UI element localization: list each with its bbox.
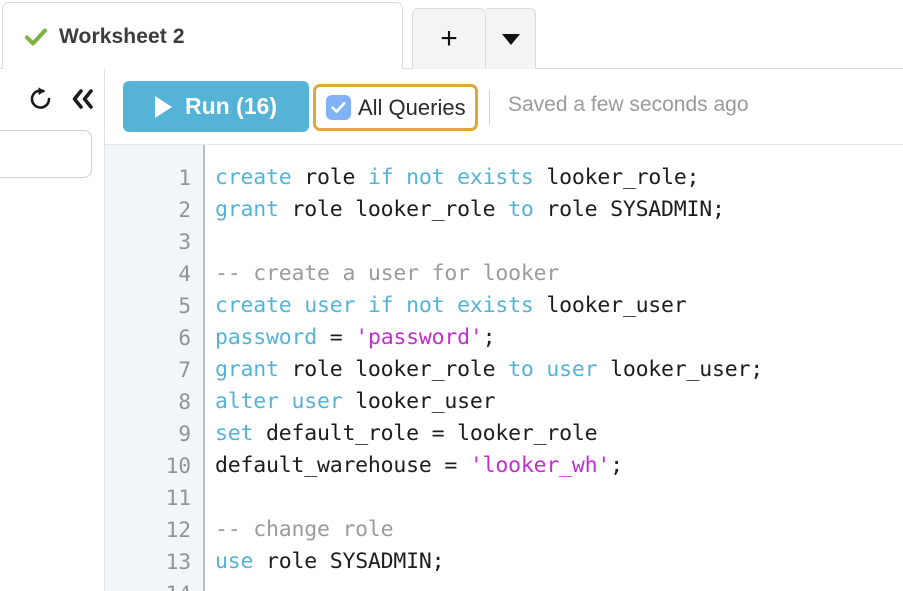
sql-editor[interactable]: 1234567891011121314 create role if not e…: [104, 145, 903, 591]
code-line: create role if not exists looker_role;: [215, 162, 700, 194]
line-number: 12: [165, 518, 191, 542]
line-number: 5: [178, 294, 191, 318]
code-token: ;: [610, 453, 623, 478]
code-token: to: [508, 197, 547, 222]
code-line: set default_role = looker_role: [215, 418, 598, 450]
line-number: 7: [178, 358, 191, 382]
line-number: 13: [165, 550, 191, 574]
code-token: looker_role;: [546, 165, 700, 190]
code-token: default_role = looker_role: [265, 421, 598, 446]
code-line: default_warehouse = 'looker_wh';: [215, 450, 623, 482]
toolbar-divider: [489, 90, 490, 125]
new-worksheet-button[interactable]: +: [412, 8, 486, 69]
line-number: 3: [178, 230, 191, 254]
code-token: create user if not exists: [215, 293, 547, 318]
code-line: use role SYSADMIN;: [215, 546, 445, 578]
code-token: role: [304, 165, 368, 190]
code-token: alter user: [215, 389, 356, 414]
saved-status: Saved a few seconds ago: [508, 93, 749, 116]
tab-worksheet-2[interactable]: Worksheet 2: [2, 2, 403, 70]
left-rail-actions: [29, 86, 98, 112]
line-number: 14: [105, 578, 191, 591]
play-icon: [155, 95, 172, 118]
code-token: to user: [508, 357, 611, 382]
code-token: looker_user: [355, 389, 496, 414]
all-queries-label: All Queries: [358, 94, 466, 120]
run-button-label: Run (16): [185, 93, 277, 119]
line-number-gutter: 1234567891011121314: [105, 145, 205, 591]
code-token: -- create a user for looker: [215, 261, 560, 286]
left-rail: [0, 69, 104, 591]
code-token: set: [215, 421, 266, 446]
code-token: role looker_role: [291, 357, 509, 382]
checkbox-checked-icon: [326, 95, 351, 120]
line-number: 6: [178, 326, 191, 350]
line-number: 8: [178, 390, 191, 414]
worksheet-menu-button[interactable]: [486, 8, 536, 69]
code-line: grant role looker_role to user looker_us…: [215, 354, 763, 386]
code-token: use: [215, 549, 266, 574]
tab-bar: Worksheet 2 +: [0, 0, 903, 70]
code-token: if not exists: [367, 165, 547, 190]
code-token: password: [215, 325, 330, 350]
line-number: 11: [165, 486, 191, 510]
code-token: looker_user: [546, 293, 687, 318]
code-line: alter user looker_user: [215, 386, 496, 418]
all-queries-checkbox[interactable]: All Queries: [313, 84, 478, 131]
run-button[interactable]: Run (16): [123, 81, 309, 132]
code-token: default_warehouse =: [215, 453, 470, 478]
code-area[interactable]: create role if not exists looker_role;gr…: [207, 145, 903, 591]
code-line: grant role looker_role to role SYSADMIN;: [215, 194, 725, 226]
code-token: create: [215, 165, 305, 190]
line-number: 1: [178, 166, 191, 190]
plus-icon: +: [440, 22, 458, 55]
code-token: 'password': [355, 325, 483, 350]
code-line: password = 'password';: [215, 322, 496, 354]
check-icon: [25, 28, 47, 45]
refresh-icon[interactable]: [29, 86, 53, 112]
code-line: create user if not exists looker_user: [215, 290, 687, 322]
line-number: 4: [178, 262, 191, 286]
worksheet-toolbar: Run (16): [104, 69, 903, 145]
code-token: =: [329, 325, 356, 350]
code-token: grant: [215, 357, 292, 382]
code-token: looker_user;: [610, 357, 764, 382]
line-number: 9: [178, 422, 191, 446]
code-token: 'looker_wh': [469, 453, 611, 478]
code-token: role looker_role: [291, 197, 509, 222]
tab-label: Worksheet 2: [59, 24, 185, 48]
line-number: 2: [178, 198, 191, 222]
code-line: -- change role: [215, 514, 394, 546]
code-token: -- change role: [215, 517, 394, 542]
code-token: grant: [215, 197, 292, 222]
code-line: -- create a user for looker: [215, 258, 559, 290]
code-token: role SYSADMIN;: [265, 549, 445, 574]
chevron-down-icon: [501, 33, 520, 45]
double-chevron-left-icon[interactable]: [68, 86, 98, 112]
line-number: 10: [165, 454, 191, 478]
object-search-input[interactable]: [0, 130, 92, 178]
code-token: ;: [482, 325, 496, 350]
code-token: role SYSADMIN;: [546, 197, 725, 222]
